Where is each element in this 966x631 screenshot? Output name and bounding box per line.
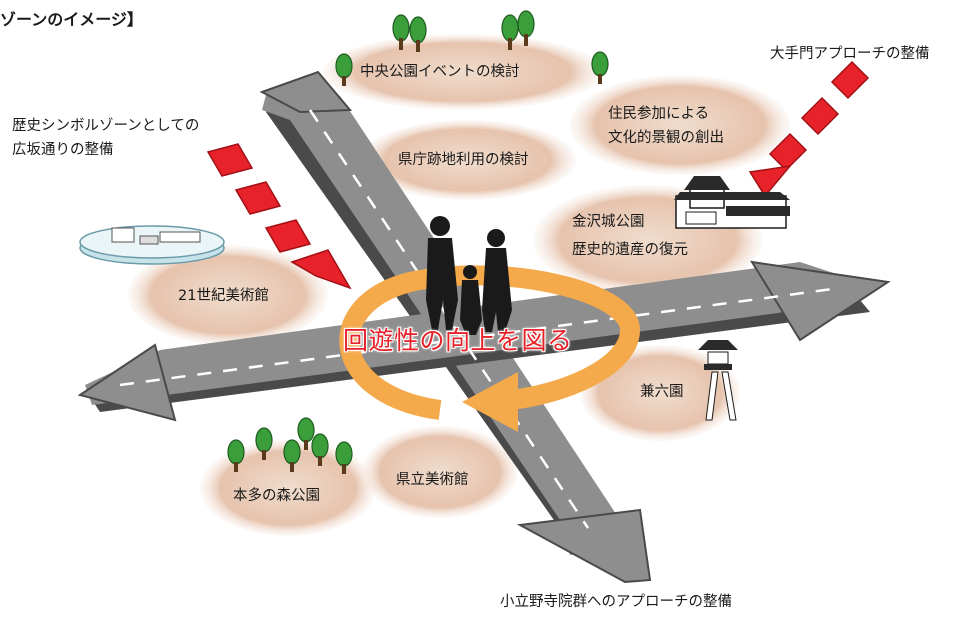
tree bbox=[283, 439, 301, 472]
label-resident-participation-2: 文化的景観の創出 bbox=[608, 130, 724, 146]
label-honda-forest: 本多の森公園 bbox=[233, 488, 320, 504]
annotation-hirosaka-2: 広坂通りの整備 bbox=[12, 142, 114, 158]
family-silhouette bbox=[426, 216, 512, 335]
zone-honda bbox=[200, 440, 376, 536]
zone-blobs bbox=[128, 34, 790, 536]
tree bbox=[591, 51, 609, 84]
label-resident-participation-1: 住民参加による bbox=[608, 106, 710, 122]
road-lane-diagonal bbox=[308, 109, 590, 529]
tree bbox=[227, 439, 245, 472]
road-arrowhead-e bbox=[750, 260, 891, 342]
zone-central-park bbox=[323, 34, 603, 110]
label-central-park-event: 中央公園イベントの検討 bbox=[360, 64, 520, 80]
tree bbox=[335, 53, 353, 86]
zone-resident bbox=[570, 75, 790, 175]
red-arrow-hirosaka bbox=[206, 143, 352, 290]
tree bbox=[255, 427, 273, 460]
zone-pref-museum bbox=[362, 426, 518, 518]
tree bbox=[335, 441, 353, 474]
label-museum21: 21世紀美術館 bbox=[178, 288, 269, 304]
road-arrowhead-nw bbox=[259, 70, 353, 114]
label-kenrokuen: 兼六園 bbox=[640, 384, 684, 400]
label-prefectural-office-site: 県庁跡地利用の検討 bbox=[398, 152, 529, 168]
label-kanazawa-castle-2: 歴史的遺産の復元 bbox=[572, 242, 688, 258]
loop-arc bbox=[339, 265, 641, 420]
road-arrowhead-se bbox=[516, 508, 652, 584]
tree bbox=[392, 14, 410, 50]
tree bbox=[409, 16, 427, 52]
tree bbox=[297, 417, 315, 450]
diagram-title: ゾーンのイメージ】 bbox=[0, 10, 143, 29]
road-horizontal-top bbox=[85, 262, 870, 405]
annotation-koritsuno: 小立野寺院群へのアプローチの整備 bbox=[500, 594, 732, 610]
red-arrow-otemon bbox=[748, 60, 870, 198]
loop-arrowhead bbox=[462, 372, 518, 432]
zone-kenrokuen bbox=[580, 345, 740, 441]
circulation-loop bbox=[339, 265, 641, 432]
stone-lantern bbox=[698, 340, 738, 421]
center-message: 回遊性の向上を図る bbox=[343, 326, 573, 355]
tree bbox=[517, 10, 535, 46]
road-arrowhead-w bbox=[77, 343, 177, 422]
castle-building bbox=[674, 176, 790, 229]
annotation-hirosaka-1: 歴史シンボルゾーンとしての bbox=[12, 118, 200, 134]
label-prefectural-museum: 県立美術館 bbox=[396, 472, 469, 488]
museum21-building bbox=[79, 225, 225, 265]
annotation-otemon: 大手門アプローチの整備 bbox=[770, 46, 930, 62]
zone-prefectural-office bbox=[360, 120, 576, 200]
road-lane-horizontal bbox=[119, 286, 841, 387]
zone-museum21 bbox=[128, 245, 328, 345]
label-kanazawa-castle-1: 金沢城公園 bbox=[572, 214, 645, 230]
road-horizontal-side bbox=[92, 300, 870, 412]
trees bbox=[227, 10, 609, 474]
tree bbox=[311, 433, 329, 466]
